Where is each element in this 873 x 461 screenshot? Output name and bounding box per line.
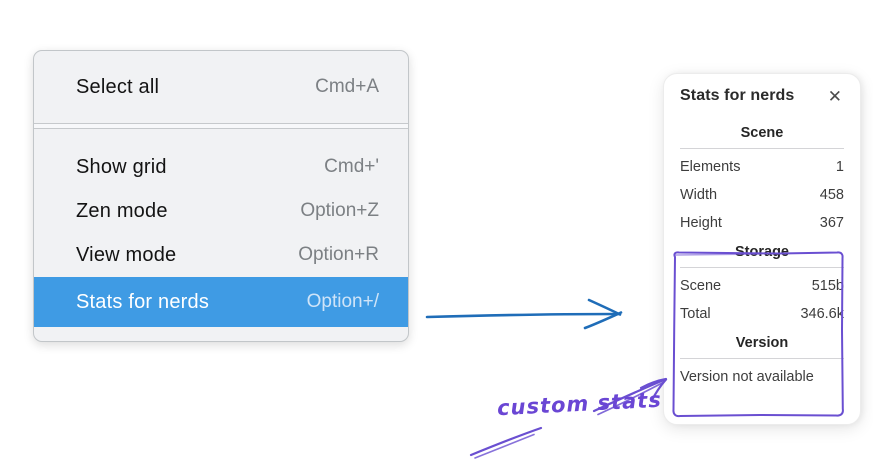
stat-label: Elements [680,159,741,175]
section-heading-storage: Storage [735,244,789,260]
section-rule [680,358,844,359]
stats-panel: Stats for nerds ✕ Scene Elements 1 Width… [663,73,861,425]
stat-value: 1 [835,159,844,175]
close-icon[interactable]: ✕ [827,86,842,106]
menu-section-main: Show grid Cmd+' Zen mode Option+Z View m… [34,129,408,341]
stat-row-scene-storage: Scene 515b [680,272,844,300]
section-rule [680,148,844,149]
stats-panel-title: Stats for nerds [680,87,795,104]
section-rule [680,267,844,268]
stat-value: 515b [811,278,844,294]
menu-item-zen-mode[interactable]: Zen mode Option+Z [34,189,408,233]
stat-row-width: Width 458 [680,181,844,209]
stat-label: Width [680,187,718,203]
menu-item-shortcut: Option+Z [300,200,379,221]
menu-item-label: Show grid [76,155,167,178]
stat-label: Total [680,306,711,322]
section-heading-version: Version [735,335,789,351]
menu-item-stats-for-nerds[interactable]: Stats for nerds Option+/ [34,277,408,327]
menu-divider [34,123,408,129]
menu-item-shortcut: Option+R [298,244,379,265]
menu-item-shortcut: Option+/ [306,291,379,312]
stat-value: 458 [819,187,844,203]
stats-panel-header: Stats for nerds ✕ [680,87,844,105]
custom-stats-annotation: custom stats [496,387,663,421]
menu-item-shortcut: Cmd+' [324,156,379,177]
stat-value: 367 [819,215,844,231]
stat-row-total-storage: Total 346.6k [680,300,844,328]
stat-row-height: Height 367 [680,209,844,237]
section-heading-scene: Scene [740,125,784,141]
stat-row-elements: Elements 1 [680,153,844,181]
menu-item-label: View mode [76,243,177,266]
stat-label: Height [680,215,722,231]
blue-arrow [425,298,623,330]
context-menu: Select all Cmd+A Show grid Cmd+' Zen mod… [33,50,409,342]
stat-value: 346.6k [800,306,844,322]
menu-item-label: Select all [76,75,160,98]
menu-item-show-grid[interactable]: Show grid Cmd+' [34,145,408,189]
menu-item-select-all[interactable]: Select all Cmd+A [34,65,408,109]
version-note: Version not available [680,369,814,385]
purple-arrow [469,377,668,459]
menu-item-shortcut: Cmd+A [315,76,379,97]
menu-item-view-mode[interactable]: View mode Option+R [34,233,408,277]
menu-item-label: Zen mode [76,199,168,222]
stat-label: Scene [680,278,722,294]
menu-section-top: Select all Cmd+A [34,51,408,123]
menu-item-label: Stats for nerds [76,290,210,313]
